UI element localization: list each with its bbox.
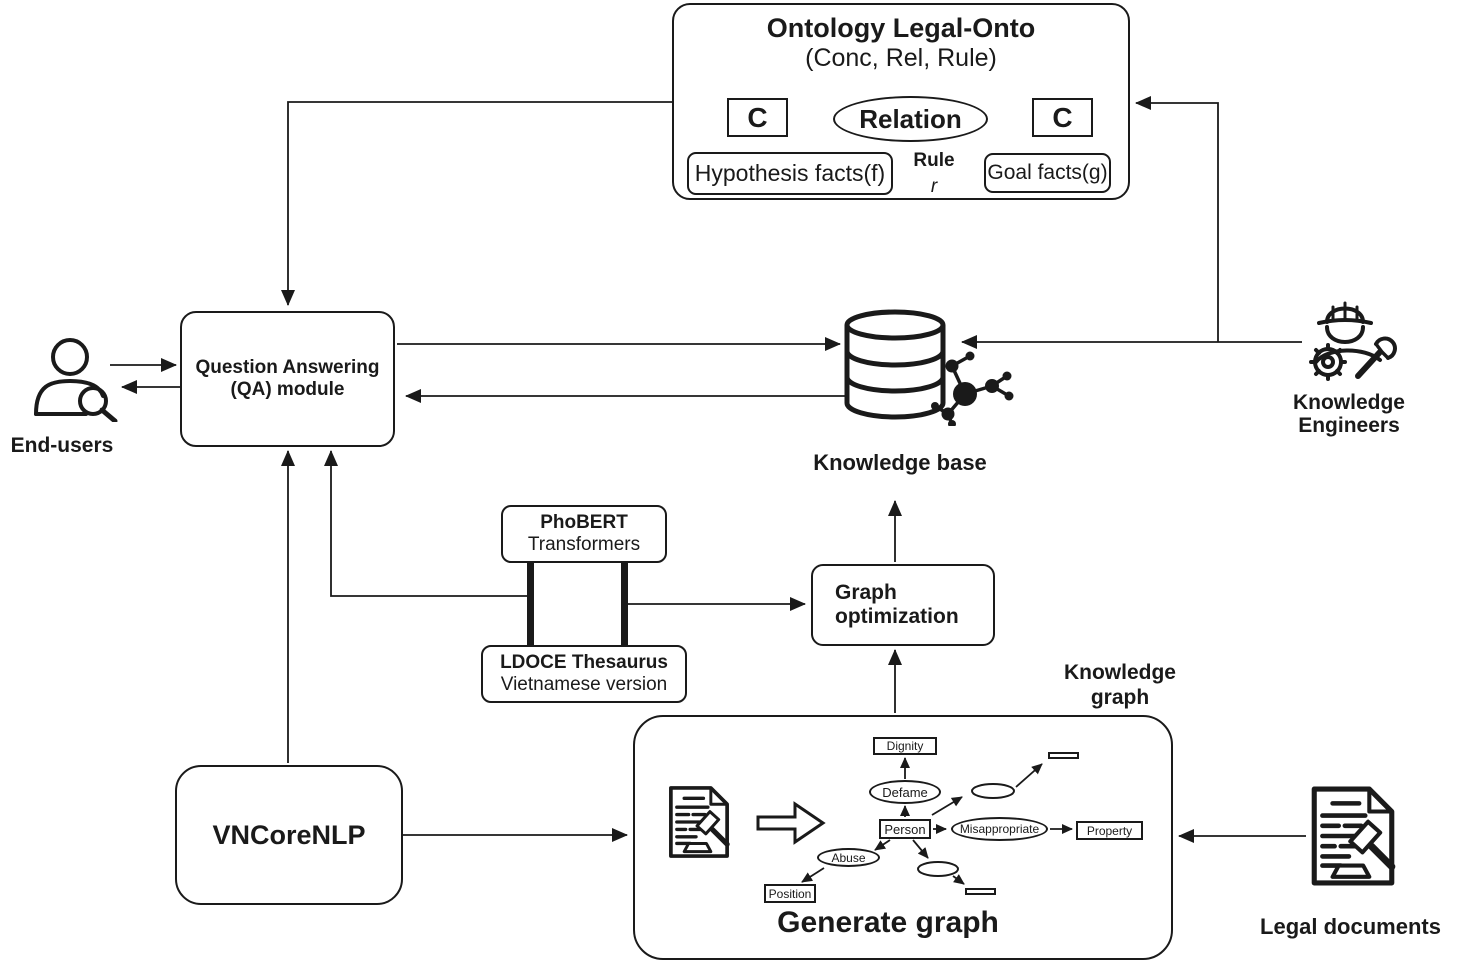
knowledge-graph-label: Knowledge graph — [1040, 660, 1200, 710]
generate-graph-title: Generate graph — [777, 906, 999, 939]
legal-documents-label: Legal documents — [1260, 914, 1441, 939]
ontology-title: Ontology Legal-Onto — [766, 13, 1036, 43]
arrow-person-to-relation1 — [931, 796, 963, 816]
graph-optimization-line1: Graph — [835, 581, 897, 604]
phobert-ldoce-link-right — [621, 563, 628, 645]
rule-variable-label: r — [930, 176, 938, 197]
arrow-lexicon-to-qa — [324, 450, 530, 597]
end-users-label: End-users — [10, 434, 114, 457]
node-property: Property — [1076, 821, 1143, 840]
node-misappropriate: Misappropriate — [951, 817, 1048, 841]
end-user-icon — [34, 338, 118, 422]
ontology-subtitle: (Conc, Rel, Rule) — [805, 44, 997, 72]
node-bar-icon — [965, 888, 996, 895]
node-position: Position — [764, 884, 816, 903]
concept-box-right: C — [1032, 98, 1093, 137]
transform-arrow-icon — [756, 801, 826, 845]
generate-graph-box — [633, 715, 1173, 960]
knowledge-engineers-line1: Knowledge — [1292, 391, 1405, 414]
node-bar-icon — [1048, 752, 1079, 759]
knowledge-engineers-label: Knowledge Engineers — [1283, 391, 1415, 437]
knowledge-engineers-line2: Engineers — [1298, 414, 1400, 437]
node-dignity: Dignity — [873, 737, 937, 755]
phobert-ldoce-link-left — [527, 563, 534, 645]
rule-label: Rule — [913, 150, 955, 171]
arrow-abuse-to-position — [801, 867, 825, 883]
phobert-line2: Transformers — [527, 534, 641, 555]
legal-document-icon — [1311, 786, 1396, 886]
graph-optimization-line2: optimization — [835, 605, 959, 628]
database-icon — [844, 309, 946, 420]
knowledge-base-label: Knowledge base — [813, 450, 987, 475]
node-defame: Defame — [869, 780, 941, 804]
goal-facts-box: Goal facts(g) — [984, 153, 1111, 193]
knowledge-graph-line1: Knowledge — [1063, 661, 1176, 684]
arrow-engineers-to-ontology — [1135, 96, 1219, 342]
vncorenlp-box: VNCoreNLP — [175, 765, 403, 905]
node-empty-ellipse — [917, 861, 959, 877]
phobert-box: PhoBERT Transformers — [501, 505, 667, 563]
node-empty-ellipse — [971, 783, 1015, 799]
concept-box-left: C — [727, 98, 788, 137]
document-gavel-icon — [669, 786, 730, 858]
phobert-line1: PhoBERT — [540, 512, 628, 533]
node-abuse: Abuse — [817, 848, 880, 867]
qa-module-box: Question Answering (QA) module — [180, 311, 395, 447]
engineer-icon — [1309, 301, 1397, 381]
knowledge-graph-line2: graph — [1090, 686, 1150, 709]
qa-module-line1: Question Answering — [195, 357, 380, 378]
arrow-relation1-to-node — [1015, 763, 1043, 788]
arrow-relation2-to-node — [952, 874, 965, 885]
ldoce-line2: Vietnamese version — [500, 674, 668, 695]
hypothesis-facts-box: Hypothesis facts(f) — [687, 152, 893, 195]
graph-optimization-box: Graph optimization — [811, 564, 995, 646]
arrow-person-to-relation2 — [912, 839, 929, 859]
arrow-ontology-to-qa — [281, 101, 672, 306]
relation-ellipse: Relation — [833, 96, 988, 142]
arrow-person-to-abuse — [874, 839, 891, 851]
qa-module-line2: (QA) module — [230, 379, 345, 400]
ldoce-box: LDOCE Thesaurus Vietnamese version — [481, 645, 687, 703]
node-person: Person — [879, 819, 931, 839]
knowledge-graph-icon — [931, 351, 1014, 426]
ldoce-line1: LDOCE Thesaurus — [500, 652, 668, 673]
